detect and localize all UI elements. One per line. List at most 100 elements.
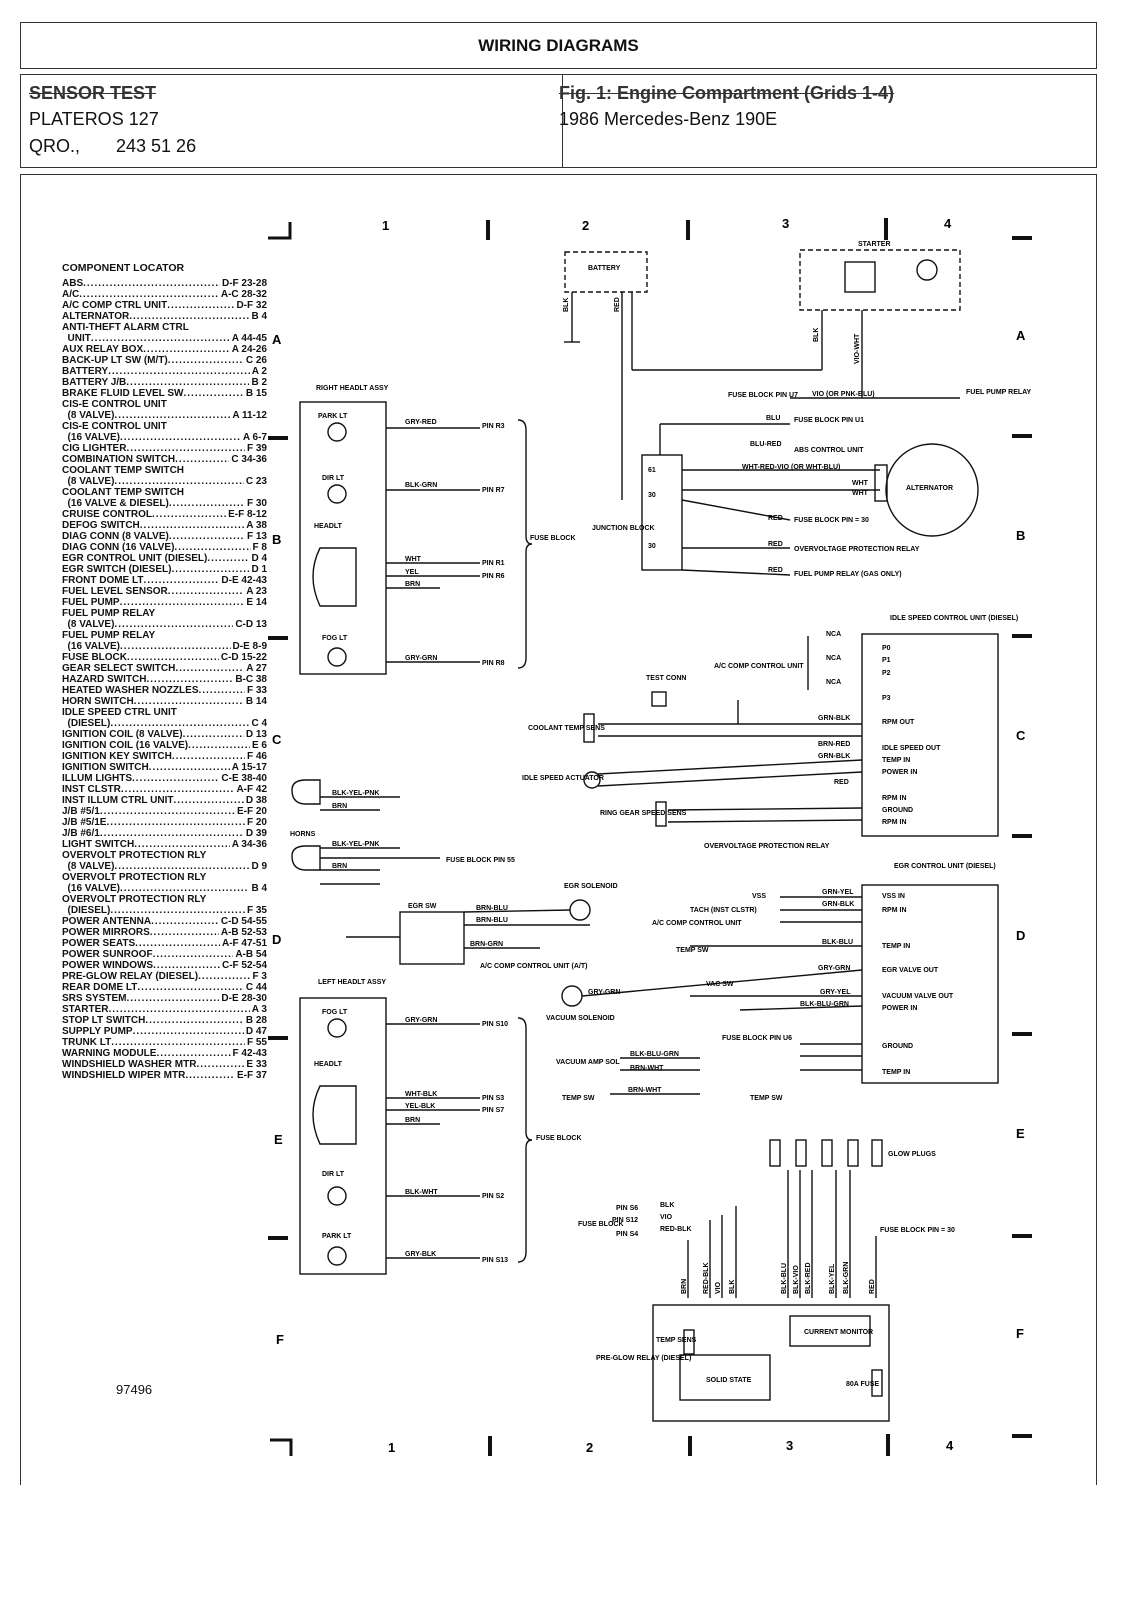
locator-grid-reference: D 4 xyxy=(251,553,267,564)
pin-function: P1 xyxy=(882,657,891,664)
left-headlight-labels: LEFT HEADLT ASSY FOG LT HEADLT DIR LT PA… xyxy=(314,979,582,1264)
component-label: OVERVOLTAGE PROTECTION RELAY xyxy=(794,546,920,553)
locator-component-name: (8 VALVE) xyxy=(62,861,115,872)
locator-component-name: LIGHT SWITCH xyxy=(62,839,135,850)
locator-component-name: POWER WINDOWS xyxy=(62,960,154,971)
locator-row: A/CA-C 28-32 xyxy=(62,289,267,300)
locator-component-name: CIS-E CONTROL UNIT xyxy=(62,399,167,410)
wire-color: WHT-RED-VIO (OR WHT-BLU) xyxy=(742,464,840,471)
locator-row: UNITA 44-45 xyxy=(62,333,267,344)
vehicle-name: 1986 Mercedes-Benz 190E xyxy=(559,109,778,129)
locator-component-name: (16 VALVE) xyxy=(62,641,120,652)
locator-row: IDLE SPEED CTRL UNIT xyxy=(62,707,267,718)
wire-color: RED xyxy=(768,567,783,574)
junction-block-label: JUNCTION BLOCK xyxy=(592,525,655,532)
wire-color: BLK-GRN xyxy=(405,482,437,489)
shop-address: PLATEROS 127 xyxy=(29,109,159,129)
park-light-bulb-icon xyxy=(327,1246,347,1266)
locator-row: (16 VALVE & DIESEL)F 30 xyxy=(62,498,267,509)
locator-row: FUEL PUMPE 14 xyxy=(62,597,267,608)
pin-function: POWER IN xyxy=(882,1005,917,1012)
wire-color: BLK-YEL-PNK xyxy=(332,841,379,848)
locator-row: (16 VALVE)B 4 xyxy=(62,883,267,894)
locator-grid-reference: B 28 xyxy=(245,1015,267,1026)
locator-row: CRUISE CONTROLE-F 8-12 xyxy=(62,509,267,520)
wire-color: BRN-BLU xyxy=(476,917,508,924)
fuse-brace xyxy=(517,1017,533,1263)
row-label-d-right: D xyxy=(1016,928,1025,943)
locator-grid-reference: A 6-7 xyxy=(242,432,267,443)
diagram-panel xyxy=(20,174,1097,1485)
locator-component-name: EGR CONTROL UNIT (DIESEL) xyxy=(62,553,208,564)
locator-row: PRE-GLOW RELAY (DIESEL)F 3 xyxy=(62,971,267,982)
egr-labels: EGR SOLENOID EGR SW BRN-BLU BRN-BLU BRN-… xyxy=(408,863,996,1102)
glow-plug-icon xyxy=(821,1139,833,1167)
wire-color: BRN-BLU xyxy=(476,905,508,912)
headlight-bulb-icon xyxy=(312,547,357,607)
locator-row: (8 VALVE) D 9 xyxy=(62,861,267,872)
wire xyxy=(681,499,791,521)
locator-row: INST CLSTRA-F 42 xyxy=(62,784,267,795)
wire-color: BLK xyxy=(563,298,570,312)
locator-grid-reference: A 15-17 xyxy=(231,762,267,773)
wire-color: RED xyxy=(614,297,621,312)
page-title: WIRING DIAGRAMS xyxy=(20,22,1097,69)
locator-component-name: BATTERY J/B xyxy=(62,377,127,388)
locator-grid-reference: D 9 xyxy=(251,861,267,872)
vacuum-solenoid-symbol xyxy=(561,985,583,1007)
wire-color: RED xyxy=(768,541,783,548)
locator-row: EGR CONTROL UNIT (DIESEL) D 4 xyxy=(62,553,267,564)
locator-row: POWER ANTENNAC-D 54-55 xyxy=(62,916,267,927)
locator-grid-reference: D 39 xyxy=(245,828,267,839)
locator-row: IGNITION KEY SWITCHF 46 xyxy=(62,751,267,762)
locator-component-name: (8 VALVE) xyxy=(62,410,115,421)
locator-grid-reference: F 8 xyxy=(252,542,267,553)
locator-row: POWER MIRRORSA-B 52-53 xyxy=(62,927,267,938)
alternator-connector xyxy=(874,464,888,502)
locator-component-name: FUEL PUMP RELAY xyxy=(62,608,156,619)
wire-color: GRY-GRN xyxy=(588,989,620,996)
wire xyxy=(739,1005,863,1011)
locator-component-name: HORN SWITCH xyxy=(62,696,134,707)
fuse-block-label: FUSE BLOCK xyxy=(536,1135,582,1142)
locator-grid-reference: B 4 xyxy=(251,311,267,322)
component-label: FOG LT xyxy=(322,1009,348,1016)
starter-motor-icon xyxy=(916,259,938,281)
locator-component-name: BRAKE FLUID LEVEL SW xyxy=(62,388,184,399)
wire-color: BRN xyxy=(405,1117,420,1124)
locator-grid-reference: F 30 xyxy=(246,498,267,509)
fuse-80a-symbol xyxy=(871,1369,883,1397)
pre-glow-relay-box xyxy=(652,1304,890,1422)
corner-mark-top-left xyxy=(268,222,292,240)
pin-label: PIN S4 xyxy=(616,1231,638,1238)
locator-grid-reference: C 44 xyxy=(245,982,267,993)
starter-symbol xyxy=(799,249,961,311)
alternator-label: ALTERNATOR xyxy=(906,485,953,492)
pin-label: PIN R8 xyxy=(482,660,505,667)
locator-component-name: FUSE BLOCK xyxy=(62,652,127,663)
wire-color: GRY-RED xyxy=(405,419,437,426)
col-label-3-top: 3 xyxy=(782,216,789,231)
wire-color: BRN-WHT xyxy=(628,1087,662,1094)
pin-label: PIN S12 xyxy=(612,1217,638,1224)
locator-component-name: DIAG CONN (8 VALVE) xyxy=(62,531,169,542)
locator-grid-reference: E 6 xyxy=(251,740,267,751)
locator-list: ABSD-F 23-28A/CA-C 28-32A/C COMP CTRL UN… xyxy=(62,278,267,1081)
input-label: A/C COMP CONTROL UNIT xyxy=(652,920,742,927)
locator-row: J/B #5/1E-F 20 xyxy=(62,806,267,817)
component-label: PARK LT xyxy=(322,1233,352,1240)
battery-label: BATTERY xyxy=(588,265,621,272)
col-label-4-bottom: 4 xyxy=(946,1438,954,1453)
wire-color: WHT-BLK xyxy=(405,1091,437,1098)
locator-component-name: INST ILLUM CTRL UNIT xyxy=(62,795,174,806)
component-label: RING GEAR SPEED SENS xyxy=(600,810,687,817)
wire-color: GRY-YEL xyxy=(820,989,851,996)
locator-component-name: POWER SUNROOF xyxy=(62,949,153,960)
component-label: FOG LT xyxy=(322,635,348,642)
locator-row: FUEL PUMP RELAY xyxy=(62,630,267,641)
pin-function: P2 xyxy=(882,670,891,677)
locator-grid-reference: F 13 xyxy=(246,531,267,542)
pin-label: PIN R6 xyxy=(482,573,505,580)
locator-grid-reference: E-F 20 xyxy=(236,806,267,817)
locator-grid-reference: A 3 xyxy=(251,1004,267,1015)
